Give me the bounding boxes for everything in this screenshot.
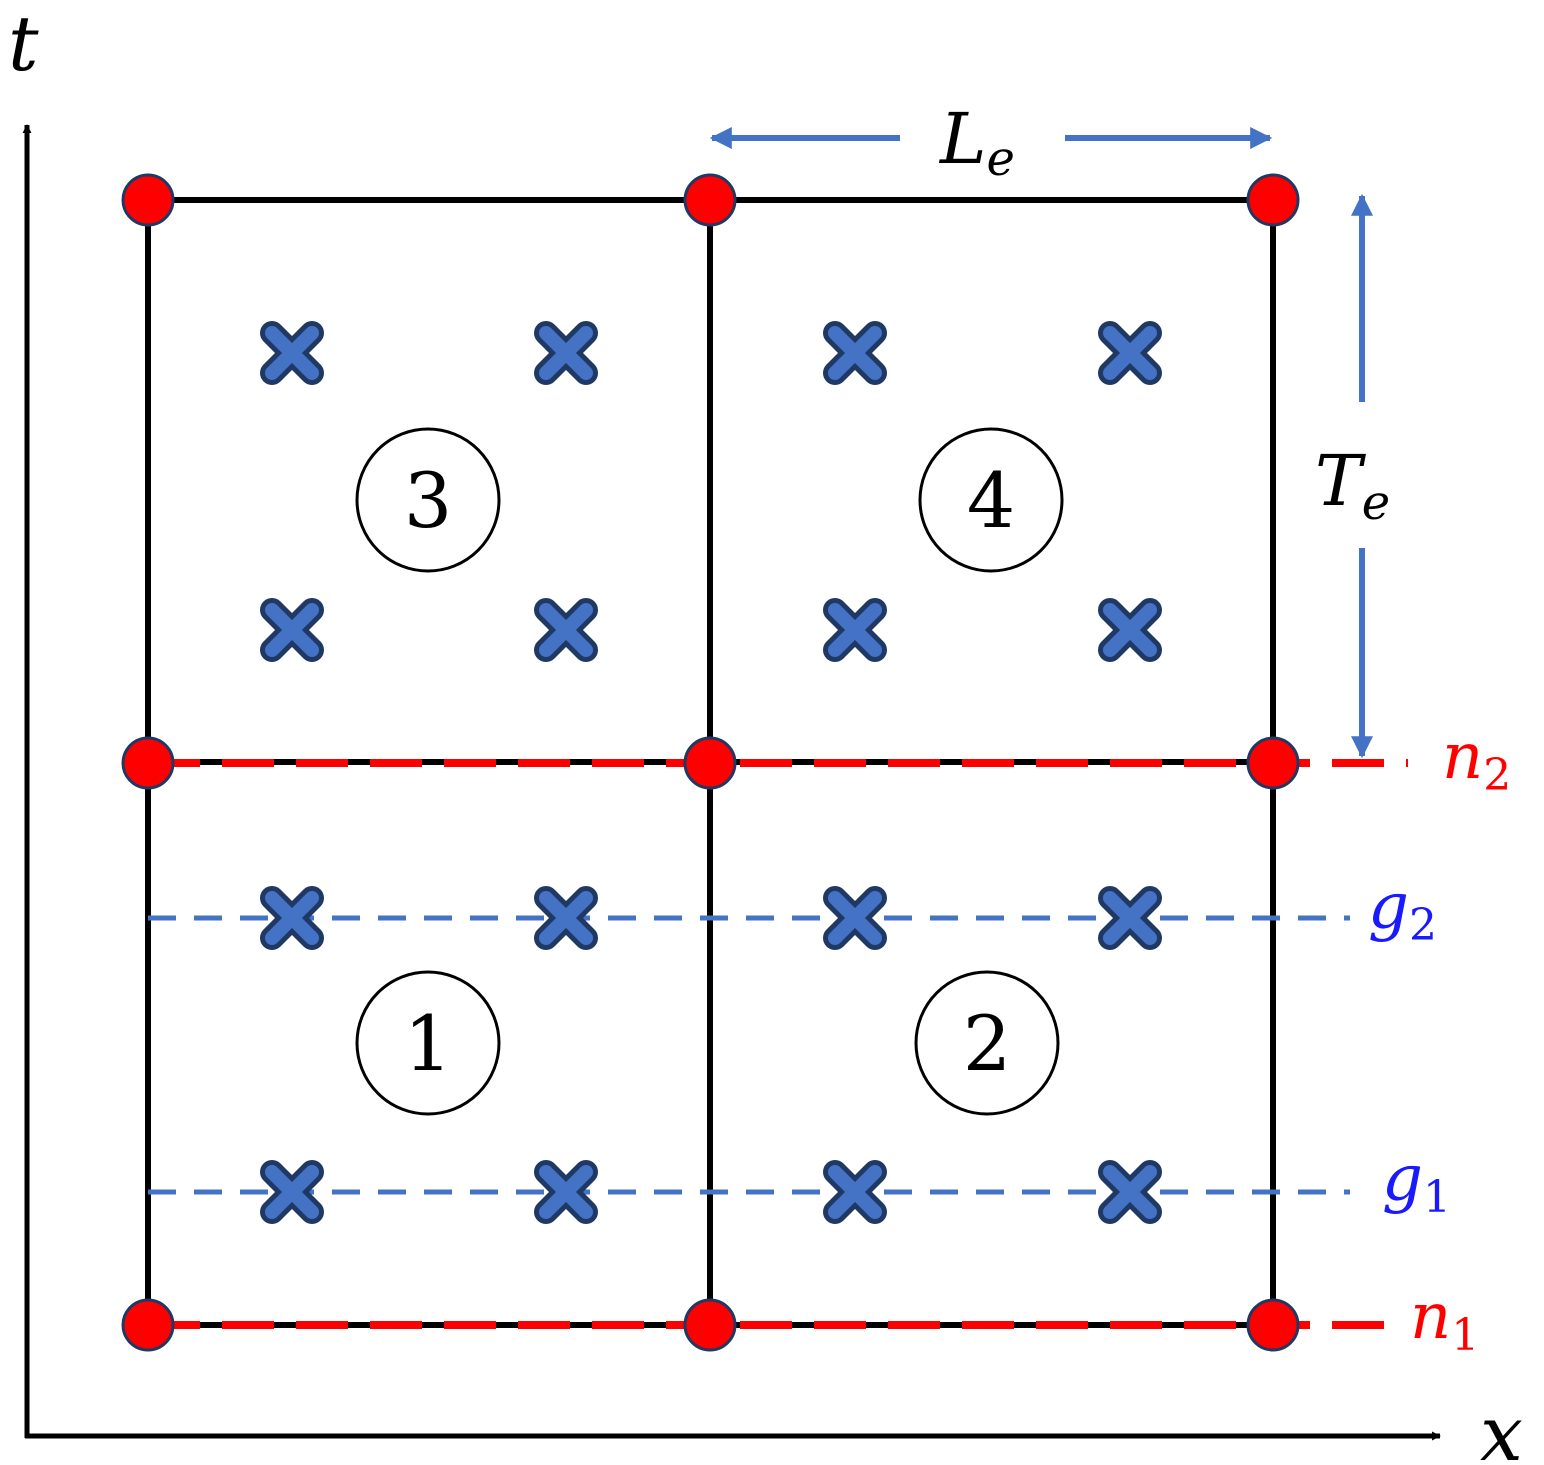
- element-3-label: 3: [404, 456, 452, 545]
- gauss-point-1: [534, 321, 598, 385]
- gauss-point-4: [823, 321, 887, 385]
- nodes: [121, 173, 1300, 1352]
- element-labels: 3 4 1 2: [355, 427, 1064, 1116]
- gauss-point-13: [1098, 886, 1162, 950]
- element-4-label: 4: [967, 456, 1015, 545]
- element-1-badge: 1: [355, 970, 501, 1116]
- element-2-label: 2: [963, 999, 1011, 1088]
- gauss-point-5: [1098, 321, 1162, 385]
- gauss-point-8: [260, 886, 324, 950]
- element-2-badge: 2: [914, 970, 1060, 1116]
- gauss-point-9: [534, 886, 598, 950]
- node-2-2: [1246, 1298, 1300, 1352]
- time-label: Te: [1315, 440, 1390, 531]
- gauss-point-11: [534, 1160, 598, 1224]
- gauss-points: [260, 321, 1162, 1224]
- x-axis-label: x: [1480, 1389, 1523, 1465]
- element-3-badge: 3: [355, 427, 501, 573]
- axes: t x: [8, 0, 1523, 1465]
- gauss-point-15: [1098, 1160, 1162, 1224]
- node-2-1: [683, 1298, 737, 1352]
- g1-label: g1: [1382, 1142, 1451, 1223]
- gauss-point-6: [823, 598, 887, 662]
- gauss-point-2: [260, 598, 324, 662]
- node-1-0: [121, 736, 175, 790]
- n1-label: n1: [1410, 1280, 1479, 1361]
- dimension-arrows: [709, 127, 1373, 759]
- gauss-point-0: [260, 321, 324, 385]
- gauss-point-12: [823, 886, 887, 950]
- g2-label: g2: [1368, 870, 1437, 951]
- node-time-lines: [148, 759, 1408, 1329]
- gauss-point-10: [260, 1160, 324, 1224]
- node-0-1: [683, 173, 737, 227]
- element-1-label: 1: [404, 999, 452, 1088]
- node-0-0: [121, 173, 175, 227]
- gauss-point-3: [534, 598, 598, 662]
- node-2-0: [121, 1298, 175, 1352]
- gauss-point-14: [823, 1160, 887, 1224]
- node-1-2: [1246, 736, 1300, 790]
- gauss-time-lines: [148, 915, 1350, 1195]
- node-1-1: [683, 736, 737, 790]
- n2-label: n2: [1442, 720, 1511, 801]
- gauss-point-7: [1098, 598, 1162, 662]
- length-label: Le: [938, 98, 1015, 187]
- element-4-badge: 4: [918, 427, 1064, 573]
- node-0-2: [1246, 173, 1300, 227]
- t-axis-label: t: [8, 0, 39, 88]
